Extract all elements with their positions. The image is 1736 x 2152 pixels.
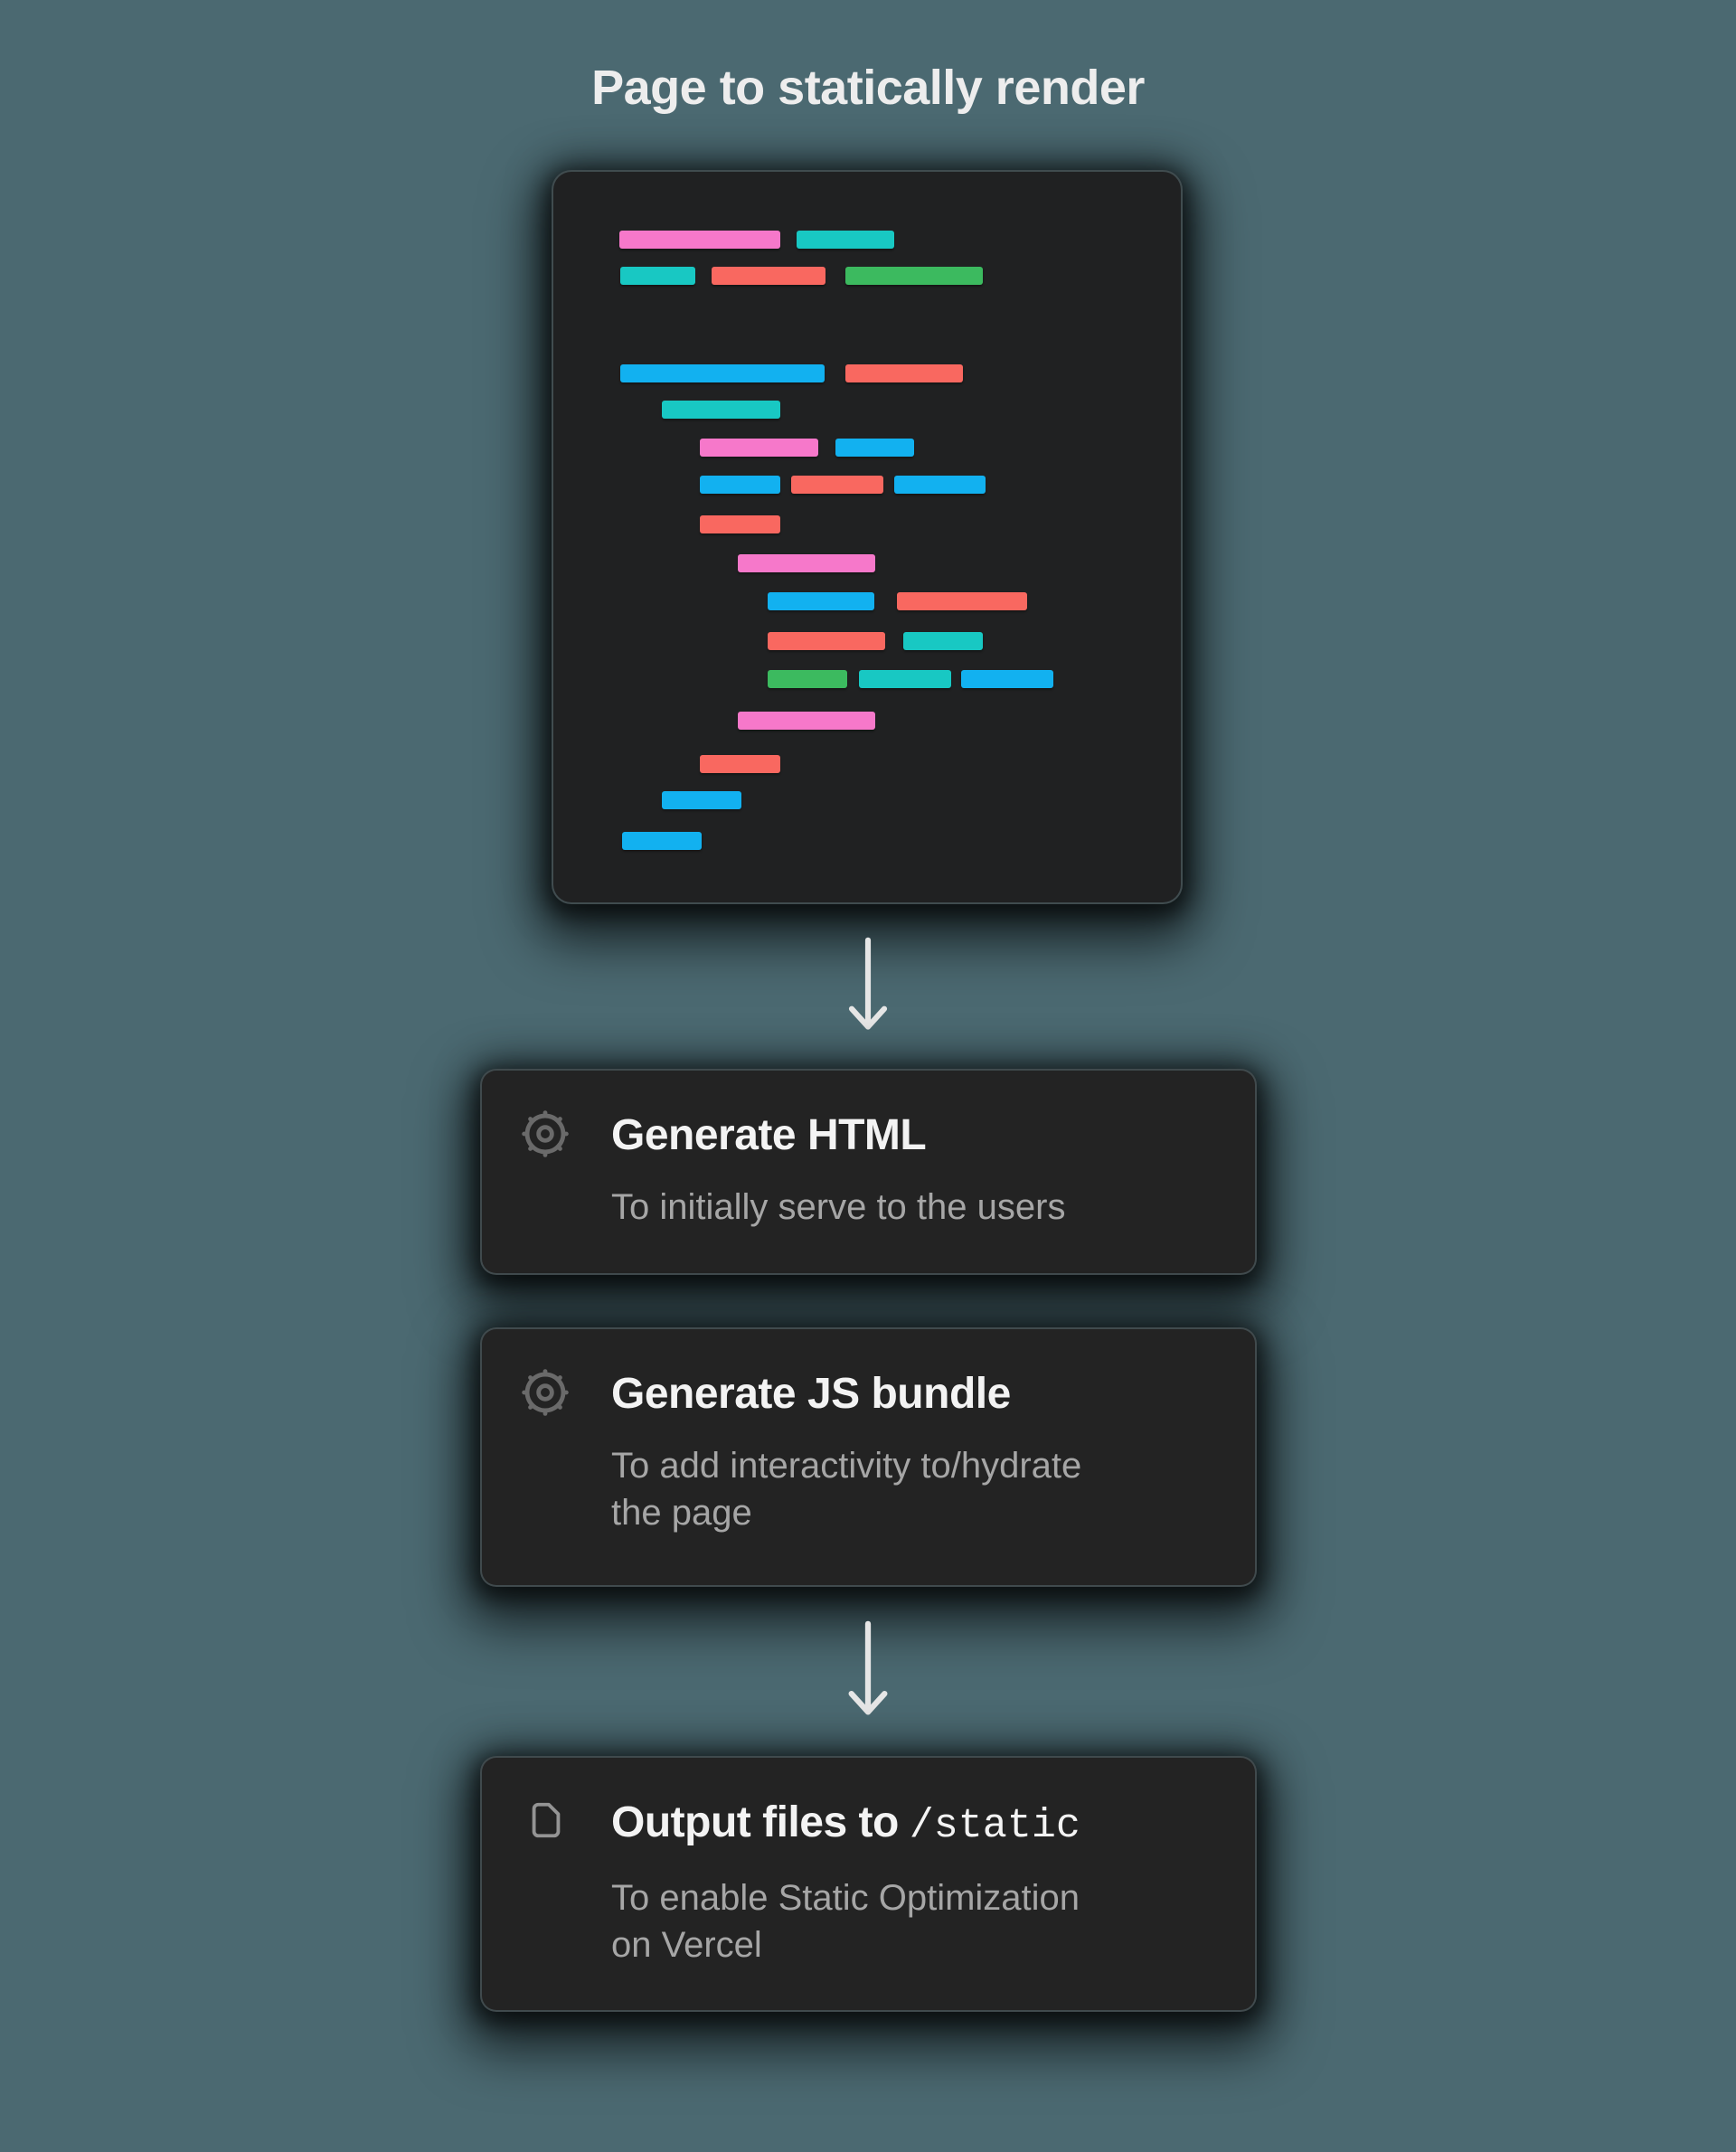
- code-bar: [897, 592, 1027, 610]
- code-bar: [700, 515, 780, 533]
- code-bar: [738, 712, 875, 730]
- code-bar: [768, 632, 885, 650]
- card-output-files: Output files to/static To enable Static …: [480, 1756, 1257, 2012]
- code-bar: [903, 632, 983, 650]
- code-bar: [768, 592, 874, 610]
- card-title: Generate HTML: [611, 1111, 927, 1159]
- code-bar: [712, 267, 826, 285]
- page-title: Page to statically render: [591, 61, 1145, 115]
- code-bar: [620, 267, 695, 285]
- code-bar: [859, 670, 951, 688]
- code-bar: [797, 231, 894, 249]
- code-bar: [791, 476, 883, 494]
- code-bar: [622, 832, 702, 850]
- card-title: Generate JS bundle: [611, 1370, 1011, 1418]
- code-bar: [619, 231, 780, 249]
- code-path-text: /static: [909, 1803, 1080, 1849]
- card-title: Output files to/static: [611, 1798, 1080, 1849]
- code-bar: [845, 364, 963, 382]
- code-bar: [700, 439, 818, 457]
- card-subtitle: To initially serve to the users: [611, 1187, 1066, 1227]
- code-bar: [845, 267, 983, 285]
- code-bar: [768, 670, 847, 688]
- card-generate-html: Generate HTML To initially serve to the …: [480, 1069, 1257, 1275]
- code-bar: [700, 476, 780, 494]
- card-subtitle: To enable Static Optimization on Vercel: [611, 1878, 1080, 1965]
- code-bar: [894, 476, 986, 494]
- file-icon: [525, 1799, 567, 1841]
- gear-icon: [522, 1110, 569, 1157]
- arrow-down-icon: [844, 1620, 892, 1722]
- arrow-down-icon: [844, 937, 892, 1036]
- code-block-card: [552, 170, 1183, 904]
- card-subtitle: To add interactivity to/hydrate the page: [611, 1446, 1082, 1533]
- code-bar: [620, 364, 825, 382]
- code-bar: [700, 755, 780, 773]
- code-bar: [662, 401, 780, 419]
- code-bar: [738, 554, 875, 572]
- gear-icon: [522, 1369, 569, 1416]
- code-bar: [662, 791, 741, 809]
- code-bar: [835, 439, 914, 457]
- card-generate-js-bundle: Generate JS bundle To add interactivity …: [480, 1327, 1257, 1587]
- code-bar: [961, 670, 1053, 688]
